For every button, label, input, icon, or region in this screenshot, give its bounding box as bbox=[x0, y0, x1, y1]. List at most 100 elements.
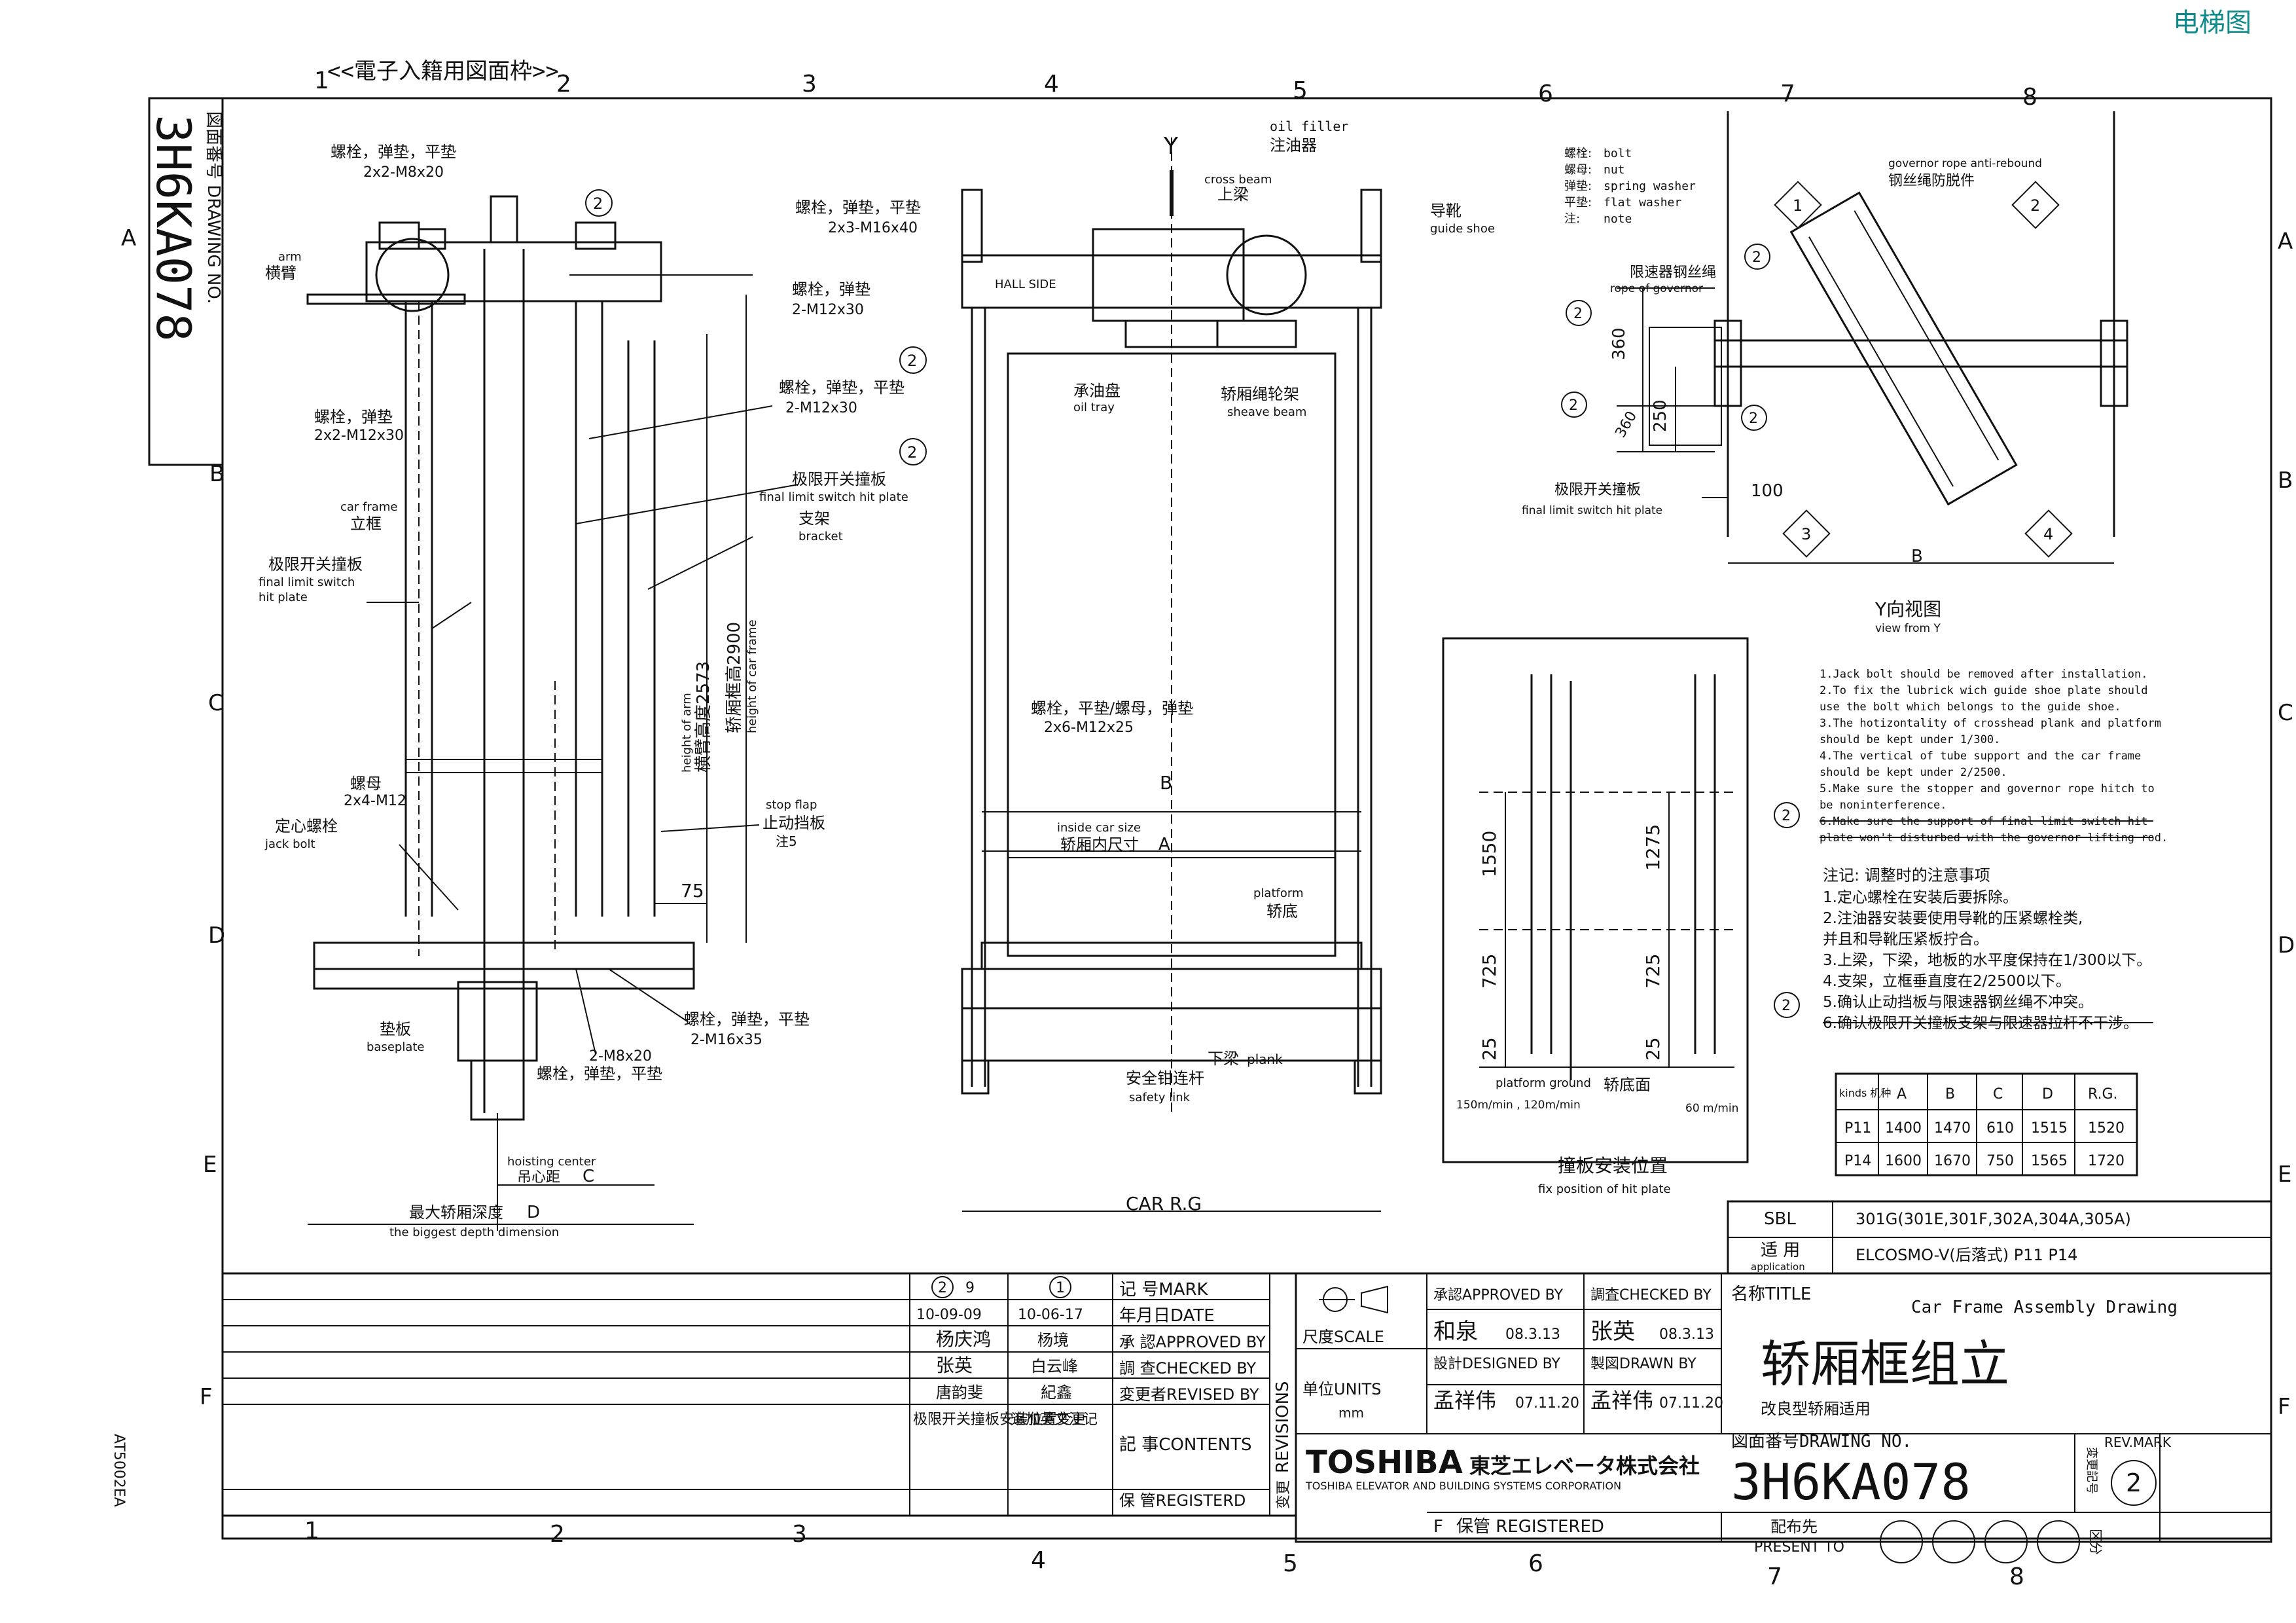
label-hoisting-en: hoisting center bbox=[507, 1155, 596, 1169]
label-dim-25a: 25 bbox=[1479, 1037, 1500, 1061]
title-cn: 轿厢框组立 bbox=[1761, 1335, 2009, 1393]
label-cross-beam-cn: 上梁 bbox=[1217, 185, 1249, 204]
label-platform-cn: 轿底 bbox=[1266, 902, 1298, 921]
rev-contents-label: 記 事CONTENTS bbox=[1119, 1435, 1251, 1455]
spec-p14-c: 750 bbox=[1986, 1153, 2014, 1169]
hit-plate-labels: 1550 1275 725 725 25 25 platform ground … bbox=[1456, 824, 1738, 1196]
diamond-2 bbox=[2011, 181, 2060, 229]
rev-date-label: 年月日DATE bbox=[1119, 1306, 1215, 1326]
diamond-3-text: 3 bbox=[1801, 525, 1811, 543]
view-side-labels: 螺栓，弹垫，平垫 2x2-M8x20 arm 横臂 螺栓，弹垫 2-M12x30… bbox=[259, 143, 927, 1239]
label-safety-en: safety link bbox=[1129, 1091, 1191, 1104]
view-y bbox=[1617, 111, 2128, 564]
label-bolt-m8-cn: 螺栓，弹垫，平垫 bbox=[537, 1065, 662, 1083]
spec-header-d: D bbox=[2042, 1086, 2053, 1103]
y-circle-2c-text: 2 bbox=[1569, 397, 1578, 414]
side-code: AT5002EA bbox=[111, 1434, 127, 1507]
label-depth-letter: D bbox=[527, 1203, 540, 1222]
label-y-final-en: final limit switch hit plate bbox=[1522, 504, 1662, 517]
row-letter-a-left: A bbox=[121, 225, 136, 251]
label-inside-letter: A bbox=[1158, 835, 1170, 854]
label-hit-title-cn: 撞板安装位置 bbox=[1558, 1155, 1668, 1176]
present-circle-3 bbox=[1984, 1520, 2028, 1563]
label-hit-title-en: fix position of hit plate bbox=[1538, 1182, 1671, 1196]
row-letter-e-left: E bbox=[203, 1152, 217, 1178]
rev2-checked: 张英 bbox=[936, 1355, 973, 1376]
row-letter-c-left: C bbox=[208, 690, 224, 716]
label-final-limit-cn: 极限开关撞板 bbox=[268, 555, 363, 574]
approved-name: 和泉 bbox=[1433, 1319, 1478, 1345]
col-number-2: 2 bbox=[556, 71, 571, 98]
drawn-name: 孟祥伟 bbox=[1590, 1388, 1653, 1413]
label-cross-beam-en: cross beam bbox=[1204, 173, 1272, 187]
spec-header-c: C bbox=[1993, 1086, 2003, 1103]
spec-p11-a: 1400 bbox=[1885, 1120, 1922, 1137]
designed-date: 07.11.20 bbox=[1515, 1395, 1579, 1412]
outer-frame bbox=[221, 97, 2272, 1540]
app-label-cn: 适 用 bbox=[1761, 1241, 1800, 1260]
label-platform-ground: platform ground bbox=[1496, 1076, 1591, 1090]
bottom-col-5: 5 bbox=[1283, 1550, 1298, 1577]
diamond-4 bbox=[2024, 509, 2073, 558]
top-column-markers: <<電子入籍用図面枠>> 1 2 3 4 5 6 7 8 bbox=[314, 58, 2037, 111]
revision-circle-2b bbox=[899, 346, 927, 374]
row-letter-f-left: F bbox=[200, 1384, 213, 1410]
label-front-bolt-m16: 螺栓，弹垫，平垫 bbox=[795, 198, 921, 217]
bottom-col-3: 3 bbox=[792, 1521, 807, 1548]
label-front-bolt-nut: 螺栓，平垫/螺母，弹垫 bbox=[1031, 699, 1193, 718]
label-dim-360a: 360 bbox=[1609, 327, 1629, 360]
label-governor-cn: 钢丝绳防脱件 bbox=[1888, 173, 1975, 189]
label-sheave-cn: 轿厢绳轮架 bbox=[1221, 385, 1299, 403]
y-circle-2d bbox=[1741, 405, 1767, 431]
view-front-labels: Y oil filler 注油器 cross beam 上梁 导靴 guide … bbox=[795, 119, 1495, 1214]
rev2-sheet: 9 bbox=[965, 1280, 975, 1296]
note-cn-2: 2.注油器安装要使用导靴的压紧螺栓类, bbox=[1823, 910, 2083, 927]
company-name-en: TOSHIBA ELEVATOR AND BUILDING SYSTEMS CO… bbox=[1305, 1480, 1621, 1492]
bottom-column-markers: 1 2 3 4 5 6 7 8 bbox=[304, 1518, 2024, 1590]
rev1-mark-circle bbox=[1049, 1276, 1071, 1298]
present-circle-2 bbox=[1932, 1520, 1975, 1563]
y-circle-2b-text: 2 bbox=[1573, 306, 1583, 322]
spec-header-rg: R.G. bbox=[2088, 1086, 2118, 1103]
label-baseplate-cn: 垫板 bbox=[380, 1020, 411, 1038]
label-dim-1275: 1275 bbox=[1642, 824, 1664, 871]
bottom-col-2: 2 bbox=[550, 1521, 565, 1548]
section-cn: 区分 bbox=[2088, 1529, 2104, 1555]
label-dim-75: 75 bbox=[681, 880, 704, 902]
spec-p14-b: 1670 bbox=[1934, 1153, 1971, 1169]
note-cn-6: 5.确认止动挡板与限速器钢丝绳不冲突。 bbox=[1823, 994, 2093, 1011]
legend-flat-en: flat washer bbox=[1604, 196, 1681, 210]
title-label: 名称TITLE bbox=[1731, 1285, 1811, 1304]
rev-mark-label-tb: REV.MARK bbox=[2104, 1434, 2172, 1450]
rev-approved-label: 承 認APPROVED BY bbox=[1119, 1333, 1266, 1351]
revision-circle-2a bbox=[585, 189, 613, 217]
row-markers: A B C D E F A B C D E F bbox=[121, 225, 2295, 1420]
rev2-approved: 杨庆鸿 bbox=[936, 1328, 991, 1350]
rev-side-cn: 变更 bbox=[1276, 1480, 1292, 1509]
label-height-frame-cn: 轿厢框高2900 bbox=[725, 622, 744, 733]
units-label: 单位UNITS bbox=[1302, 1380, 1382, 1398]
notes-english: 1.Jack bolt should be removed after inst… bbox=[1774, 668, 2168, 845]
label-hallside: HALL SIDE bbox=[995, 278, 1056, 291]
drawing-no-label: 図面番号DRAWING NO. bbox=[1731, 1432, 1912, 1451]
label-bolt-m12a: 螺栓，弹垫 bbox=[792, 280, 870, 299]
rev-registered-label: 保 管REGISTERD bbox=[1119, 1491, 1246, 1510]
legend-nut-cn: 螺母: bbox=[1564, 163, 1592, 177]
note-en-8: 5.Make sure the stopper and governor rop… bbox=[1820, 782, 2155, 795]
spec-p11-kind: P11 bbox=[1844, 1120, 1871, 1137]
diamond-3 bbox=[1782, 509, 1831, 558]
label-floor-cn: 轿底面 bbox=[1604, 1076, 1651, 1094]
spec-p11-d: 1515 bbox=[2031, 1120, 2068, 1137]
bottom-col-6: 6 bbox=[1528, 1550, 1543, 1577]
circle-2a-text: 2 bbox=[593, 194, 603, 213]
rev-side-label: REVISIONS bbox=[1273, 1381, 1293, 1473]
label-bracket-en: bracket bbox=[798, 530, 843, 543]
label-bolt-top-size: 2x2-M8x20 bbox=[363, 164, 444, 181]
label-y-final-cn: 极限开关撞板 bbox=[1554, 482, 1641, 498]
notes-cn-circle-2-text: 2 bbox=[1782, 998, 1791, 1014]
registered-label: 保管 REGISTERED bbox=[1456, 1517, 1604, 1537]
f-label: F bbox=[1433, 1517, 1443, 1537]
spec-table: kinds 机种 A B C D R.G. P11 1400 1470 610 … bbox=[1835, 1072, 2138, 1176]
y-circle-2a bbox=[1744, 244, 1770, 270]
